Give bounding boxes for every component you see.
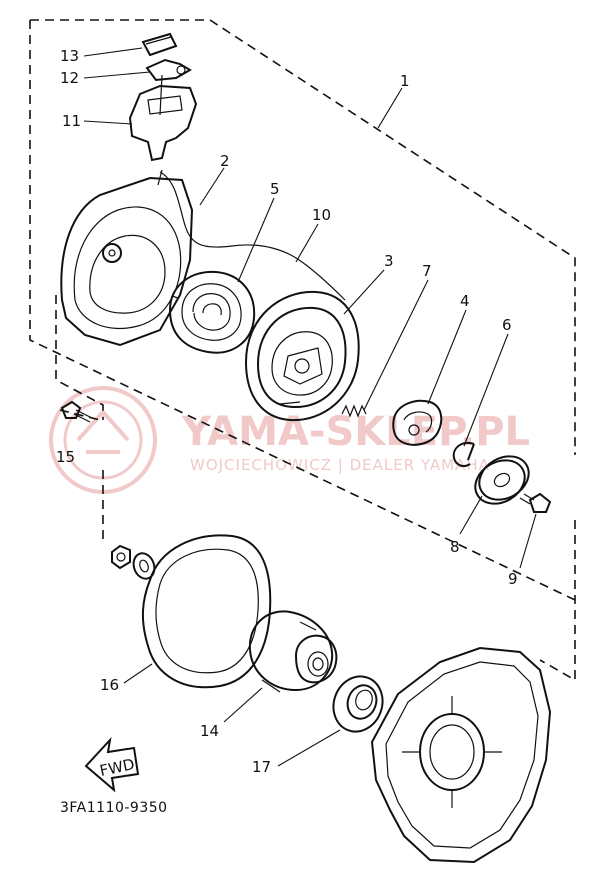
part-16-gasket [141,534,272,689]
watermark: YAMA-SKLEP.PL WOJCIECHOWICZ | DEALER YAM… [49,386,530,494]
part-14-pulley [248,610,338,693]
part-11-handle [128,74,198,162]
callout-10: 10 [312,206,331,224]
callout-1: 1 [400,72,410,90]
part-10-rope [159,171,346,301]
callout-15: 15 [56,448,75,466]
part-5-spiral-spring [168,270,256,354]
watermark-brand: YAMA-SKLEP.PL [181,409,530,455]
callout-17: 17 [252,758,271,776]
callout-7: 7 [422,262,432,280]
callout-8: 8 [450,538,460,556]
callout-12: 12 [60,69,79,87]
part-15-bolt [60,400,156,580]
part-9-bolt [519,492,552,513]
callout-9: 9 [508,570,518,588]
assembly-boundary [29,19,576,682]
part-13-cap [141,32,178,57]
part-3-sheave-drum [244,290,360,422]
callout-11: 11 [62,112,81,130]
callout-16: 16 [100,676,119,694]
part-6-clip [452,442,475,467]
part-17-oil-seal [332,675,384,733]
part-2-case [60,169,194,347]
fwd-arrow-icon: FWD [84,736,140,793]
callout-13: 13 [60,47,79,65]
leader-lines [83,47,537,767]
callout-14: 14 [200,722,219,740]
part-7-spring [341,404,367,418]
crankcase-cover [370,646,552,864]
callout-labels: 1 2 3 4 5 6 7 8 9 10 11 12 13 14 15 16 1… [56,47,518,776]
callout-3: 3 [384,252,394,270]
callout-5: 5 [270,180,280,198]
callout-2: 2 [220,152,230,170]
callout-4: 4 [460,292,470,310]
watermark-tagline: WOJCIECHOWICZ | DEALER YAMAHA [190,456,490,474]
part-8-washer [474,455,530,505]
fastener-boundary [55,295,104,540]
part-12-stopper [145,58,192,82]
part-4-ratchet [392,399,443,446]
callout-6: 6 [502,316,512,334]
diagram-code: 3FA1110-9350 [60,800,168,816]
